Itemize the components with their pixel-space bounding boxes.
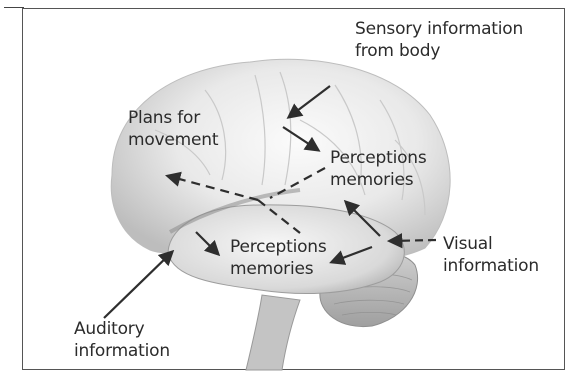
label-perceptions-lower: Perceptions memories (230, 236, 327, 280)
brain-stem (246, 295, 300, 370)
label-auditory: Auditory information (74, 318, 170, 362)
label-perceptions-upper: Perceptions memories (330, 147, 427, 191)
label-sensory: Sensory information from body (355, 18, 523, 62)
label-visual: Visual information (443, 233, 539, 277)
arrow-auditory (104, 252, 172, 318)
label-plans: Plans for movement (128, 107, 218, 151)
